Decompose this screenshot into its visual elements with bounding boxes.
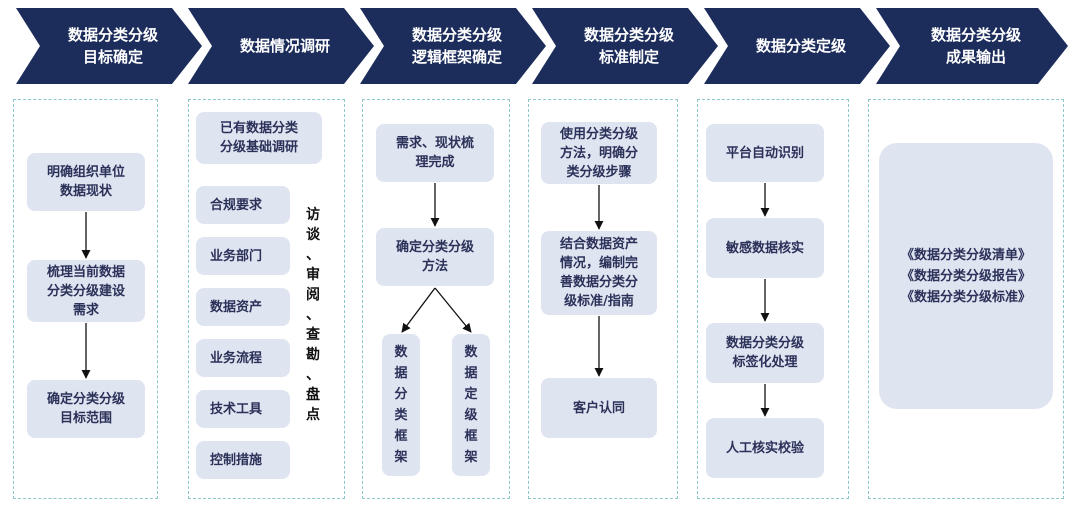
grading-step-1: 平台自动识别 [706,124,824,182]
stage-header-2: 数据情况调研 [188,8,374,84]
framework-step-1: 需求、现状梳 理完成 [376,124,494,182]
chevron-shape [16,8,202,84]
stage-header-6: 数据分类分级 成果输出 [876,8,1068,84]
survey-item-processes: 业务流程 [196,339,290,377]
panel-output [868,99,1064,499]
survey-item-compliance: 合规要求 [196,186,290,224]
goal-step-1: 明确组织单位 数据现状 [27,153,145,211]
panel-framework [362,99,510,499]
standard-step-1: 使用分类分级 方法，明确分 类分级步骤 [541,122,657,184]
survey-item-departments: 业务部门 [196,237,290,275]
stage-header-3: 数据分类分级 逻辑框架确定 [360,8,546,84]
stage-title: 数据分类分级 目标确定 [67,26,158,66]
output-documents: 《数据分类分级清单》 《数据分类分级报告》 《数据分类分级标准》 [879,143,1053,409]
survey-item-assets: 数据资产 [196,288,290,326]
framework-branch-classification: 数 据 分 类 框 架 [382,334,420,476]
standard-step-2: 结合数据资产 情况，编制完 善数据分类分 级标准/指南 [541,231,657,315]
stage-title: 数据情况调研 [239,37,330,55]
grading-step-4: 人工核实校验 [706,418,824,478]
goal-step-3: 确定分类分级 目标范围 [27,380,145,438]
panel-goal [13,99,158,499]
grading-step-3: 数据分类分级 标签化处理 [706,323,824,383]
framework-step-2: 确定分类分级 方法 [376,228,494,286]
panel-standard [528,99,678,499]
framework-branch-grading: 数 据 定 级 框 架 [452,334,490,476]
stage-title: 数据分类定级 [755,37,846,55]
panel-survey [188,99,345,499]
survey-item-tools: 技术工具 [196,390,290,428]
chevron-shape [532,8,718,84]
standard-step-3: 客户认同 [541,378,657,438]
chevron-shape [704,8,890,84]
survey-title: 已有数据分类 分级基础调研 [196,112,322,164]
stage-title: 数据分类分级 标准制定 [583,26,674,66]
survey-item-controls: 控制措施 [196,441,290,479]
stage-header-4: 数据分类分级 标准制定 [532,8,718,84]
goal-step-2: 梳理当前数据 分类分级建设 需求 [27,260,145,322]
chevron-shape [876,8,1068,84]
stage-header-1: 数据分类分级 目标确定 [16,8,202,84]
survey-methods: 访 谈 、 审 阅 、 查 勘 、 盘 点 [306,207,320,423]
grading-step-2: 敏感数据核实 [706,218,824,278]
stage-header-5: 数据分类定级 [704,8,890,84]
stage-title: 数据分类分级 成果输出 [930,26,1021,66]
panel-grading [697,99,849,499]
chevron-shape [188,8,374,84]
stage-title: 数据分类分级 逻辑框架确定 [411,26,502,66]
chevron-shape [360,8,546,84]
